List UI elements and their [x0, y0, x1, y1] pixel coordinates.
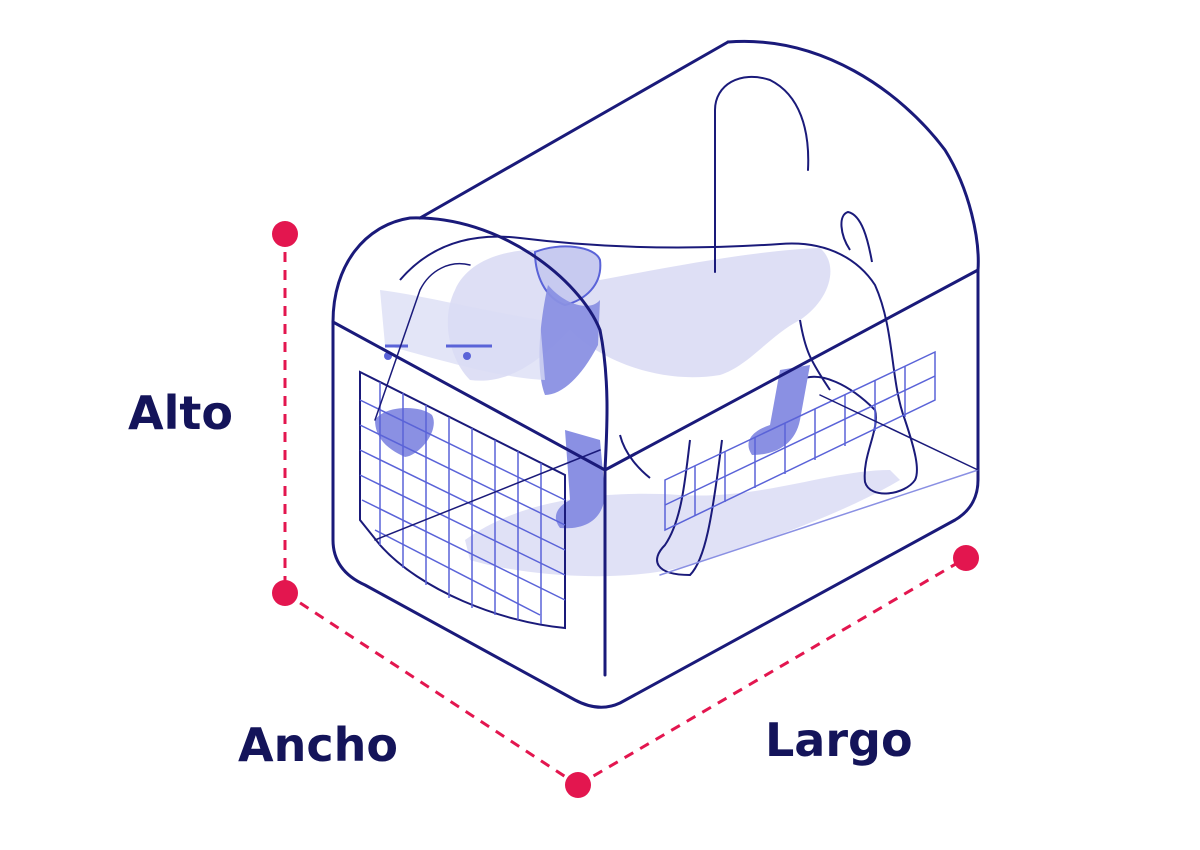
dog-icon [375, 210, 918, 577]
pet-carrier-icon [331, 39, 980, 709]
carrier-inner-arch-left [374, 263, 471, 421]
length-label: Largo [765, 713, 913, 767]
width-dimension-line [284, 591, 579, 787]
dog-outline [399, 235, 918, 495]
carrier-inner-back-edge [819, 394, 979, 471]
dog-back-leg [748, 365, 810, 455]
carrier-inner-floor-left [374, 449, 601, 541]
dimension-points [272, 221, 979, 798]
length-dimension-line [577, 556, 967, 787]
dog-leg-outline-3 [799, 319, 831, 391]
carrier-back-arch [726, 39, 980, 272]
carrier-top-ridge-1 [418, 40, 730, 220]
carrier-rim-right [603, 268, 980, 472]
carrier-inner-floor [659, 469, 979, 576]
height-top-point [272, 221, 298, 247]
dog-collar [539, 285, 600, 395]
dog-tail [840, 210, 873, 263]
grille-bars [359, 382, 566, 624]
corner-left-point [272, 580, 298, 606]
dog-leg-outline-2 [619, 434, 651, 479]
carrier-inner-back [714, 75, 810, 273]
dog-front-leg [555, 430, 605, 529]
dimension-lines [283, 234, 967, 787]
height-label: Alto [128, 386, 233, 440]
length-end-point [953, 545, 979, 571]
carrier-front-arch [331, 216, 609, 472]
grille-frame [359, 370, 566, 630]
side-window-grille [664, 350, 936, 532]
dog-eye-right [463, 352, 471, 360]
carrier-left-base [331, 268, 980, 709]
dog-shadow [465, 470, 900, 577]
width-label: Ancho [238, 718, 398, 772]
carrier-rim-left [331, 320, 607, 472]
grille-door-icon [359, 370, 566, 630]
dog-snout [380, 290, 545, 380]
dog-paw [375, 408, 434, 457]
corner-bottom-point [565, 772, 591, 798]
